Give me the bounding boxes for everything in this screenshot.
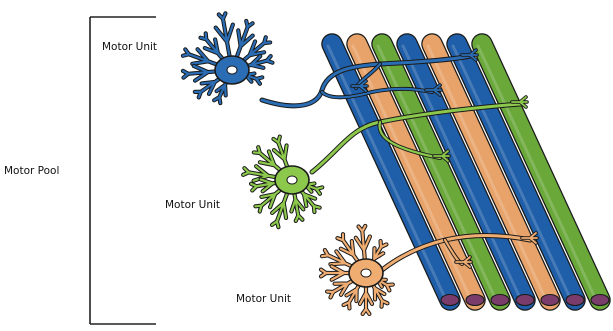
- motor-unit-label-top: Motor Unit: [102, 41, 157, 53]
- motor-unit-label-middle: Motor Unit: [165, 199, 220, 211]
- nucleus: [361, 269, 371, 277]
- motor-unit-label-bottom: Motor Unit: [236, 293, 291, 305]
- motor-neuron-blue: [183, 13, 272, 103]
- nucleus: [227, 66, 237, 74]
- motor-pool-label: Motor Pool: [4, 165, 59, 177]
- motor-neuron-tan: [321, 226, 393, 314]
- motor-pool-bracket: [90, 17, 156, 324]
- motor-neuron-green: [243, 137, 322, 228]
- nucleus: [287, 176, 297, 184]
